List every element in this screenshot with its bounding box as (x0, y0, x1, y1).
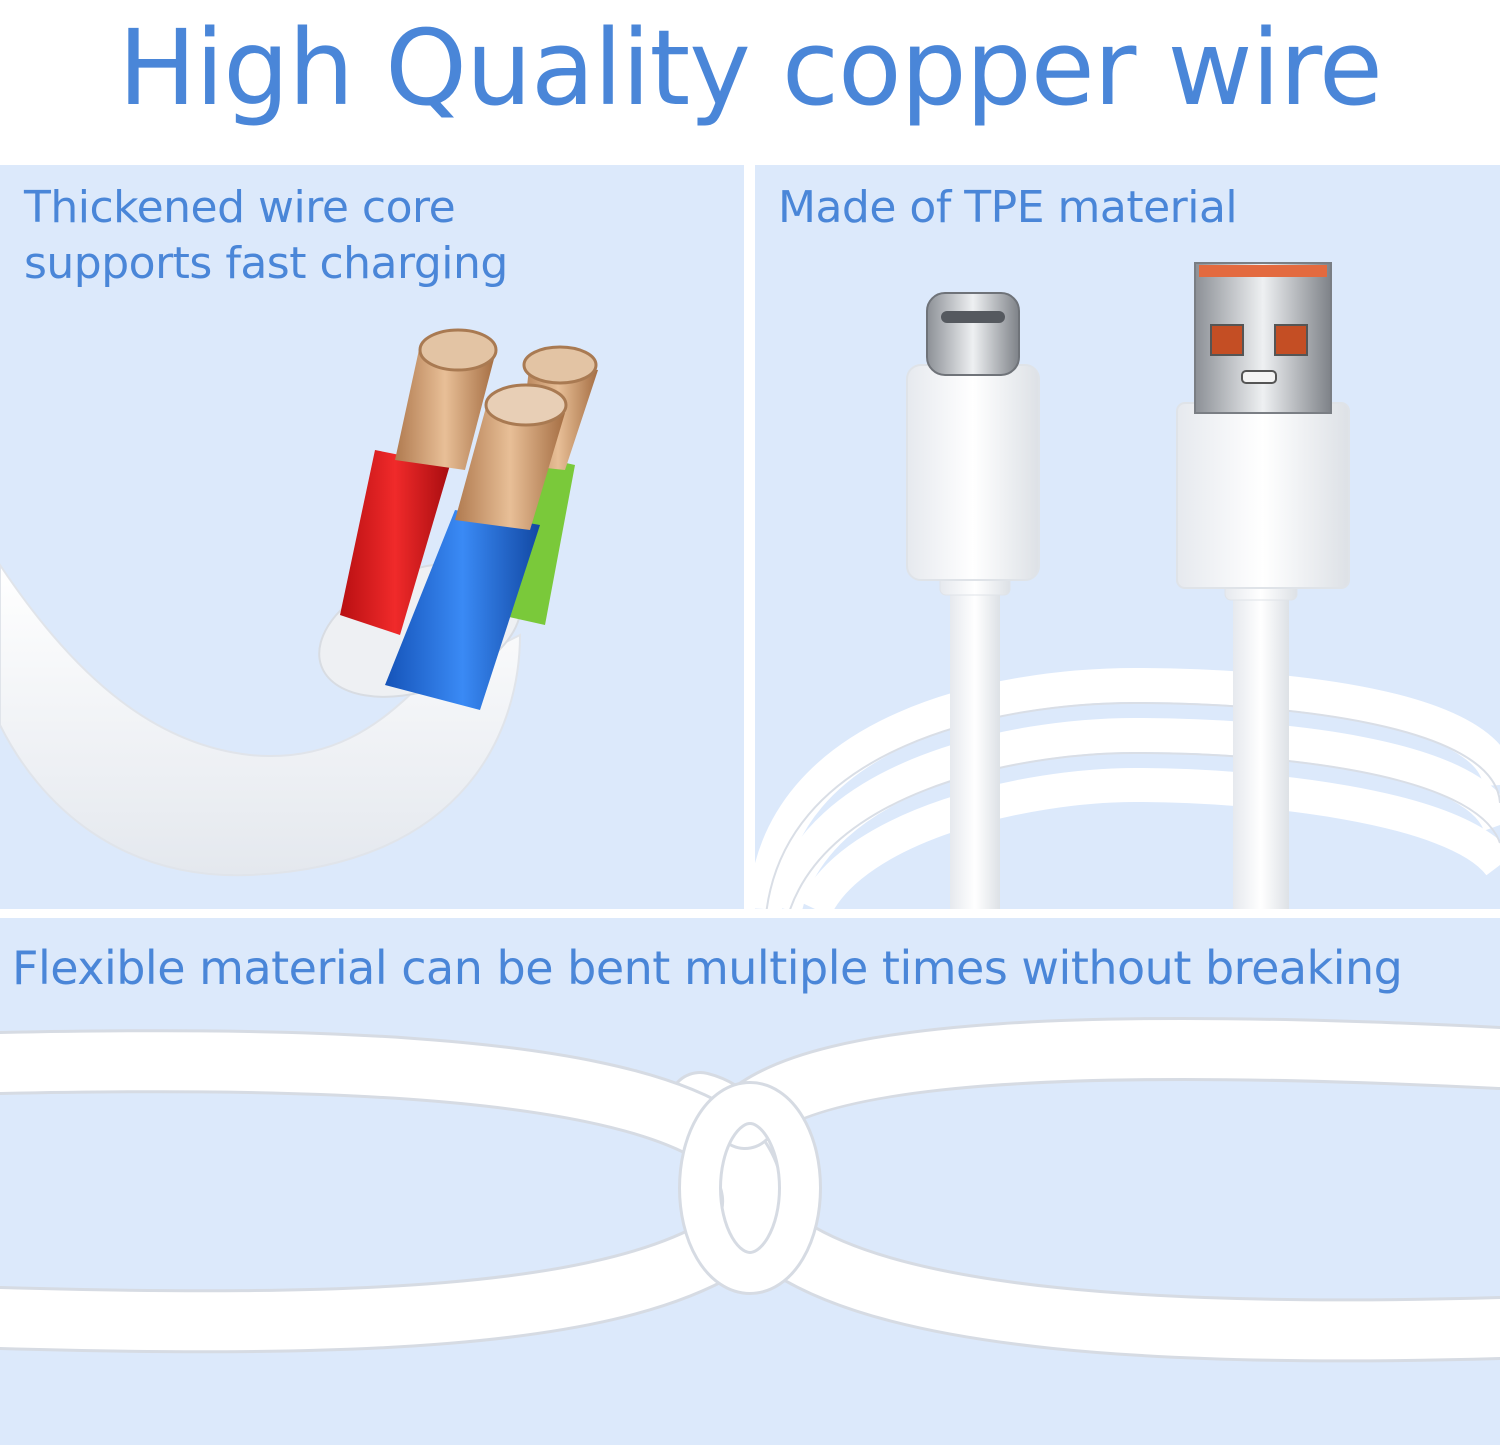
wire-core-illustration (0, 328, 598, 877)
wire-core-caption: Thickened wire core supports fast chargi… (24, 182, 508, 289)
flexible-cable-illustration (0, 1016, 1500, 1363)
flexible-caption: Flexible material can be bent multiple t… (12, 941, 1403, 995)
connectors-illustration (755, 262, 1500, 909)
page-title: High Quality copper wire (118, 6, 1383, 129)
connectors-caption: Made of TPE material (778, 182, 1238, 233)
